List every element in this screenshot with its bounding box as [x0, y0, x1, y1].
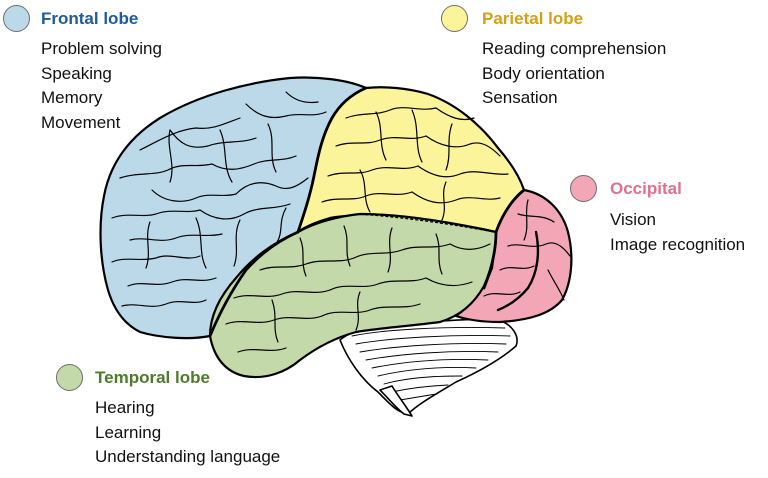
- frontal-lobe-title: Frontal lobe: [41, 9, 139, 28]
- function-item: Image recognition: [610, 234, 746, 254]
- function-item: Vision: [610, 210, 656, 229]
- central-sulcus: [296, 86, 368, 234]
- function-item: Reading comprehension: [482, 39, 667, 58]
- parietal-lobe-title: Parietal lobe: [482, 9, 584, 28]
- lobe-boundary-dotted: [355, 213, 495, 233]
- temporal-gyri: [225, 225, 491, 353]
- function-item: Sensation: [482, 88, 558, 107]
- parietal-lobe-color-dot: [441, 5, 468, 32]
- brain-stem: [379, 385, 413, 417]
- occipital-inner-sulcus: [496, 230, 540, 312]
- occipital-lobe-title: Occipital: [610, 179, 682, 198]
- occipital-lobe-color-dot: [570, 175, 597, 202]
- function-item: Understanding language: [95, 447, 281, 466]
- function-item: Movement: [41, 112, 121, 132]
- function-item: Problem solving: [41, 39, 162, 58]
- function-item: Hearing: [95, 398, 155, 417]
- frontal-gyri: [111, 91, 327, 307]
- temporal-lobe-title: Temporal lobe: [95, 368, 210, 387]
- parieto-occipital-sulcus: [482, 188, 526, 290]
- lateral-sulcus: [208, 230, 300, 338]
- temporal-lobe-color-dot: [56, 364, 83, 391]
- occipital-gyri: [483, 199, 571, 301]
- cerebellum-folia: [351, 327, 511, 401]
- function-item: Body orientation: [482, 63, 605, 83]
- function-item: Learning: [95, 422, 162, 442]
- frontal-lobe-color-dot: [3, 5, 30, 32]
- parietal-gyri: [321, 107, 509, 221]
- function-item: Memory: [41, 88, 103, 107]
- function-item: Speaking: [41, 63, 112, 83]
- temporal-lobe: [208, 212, 498, 379]
